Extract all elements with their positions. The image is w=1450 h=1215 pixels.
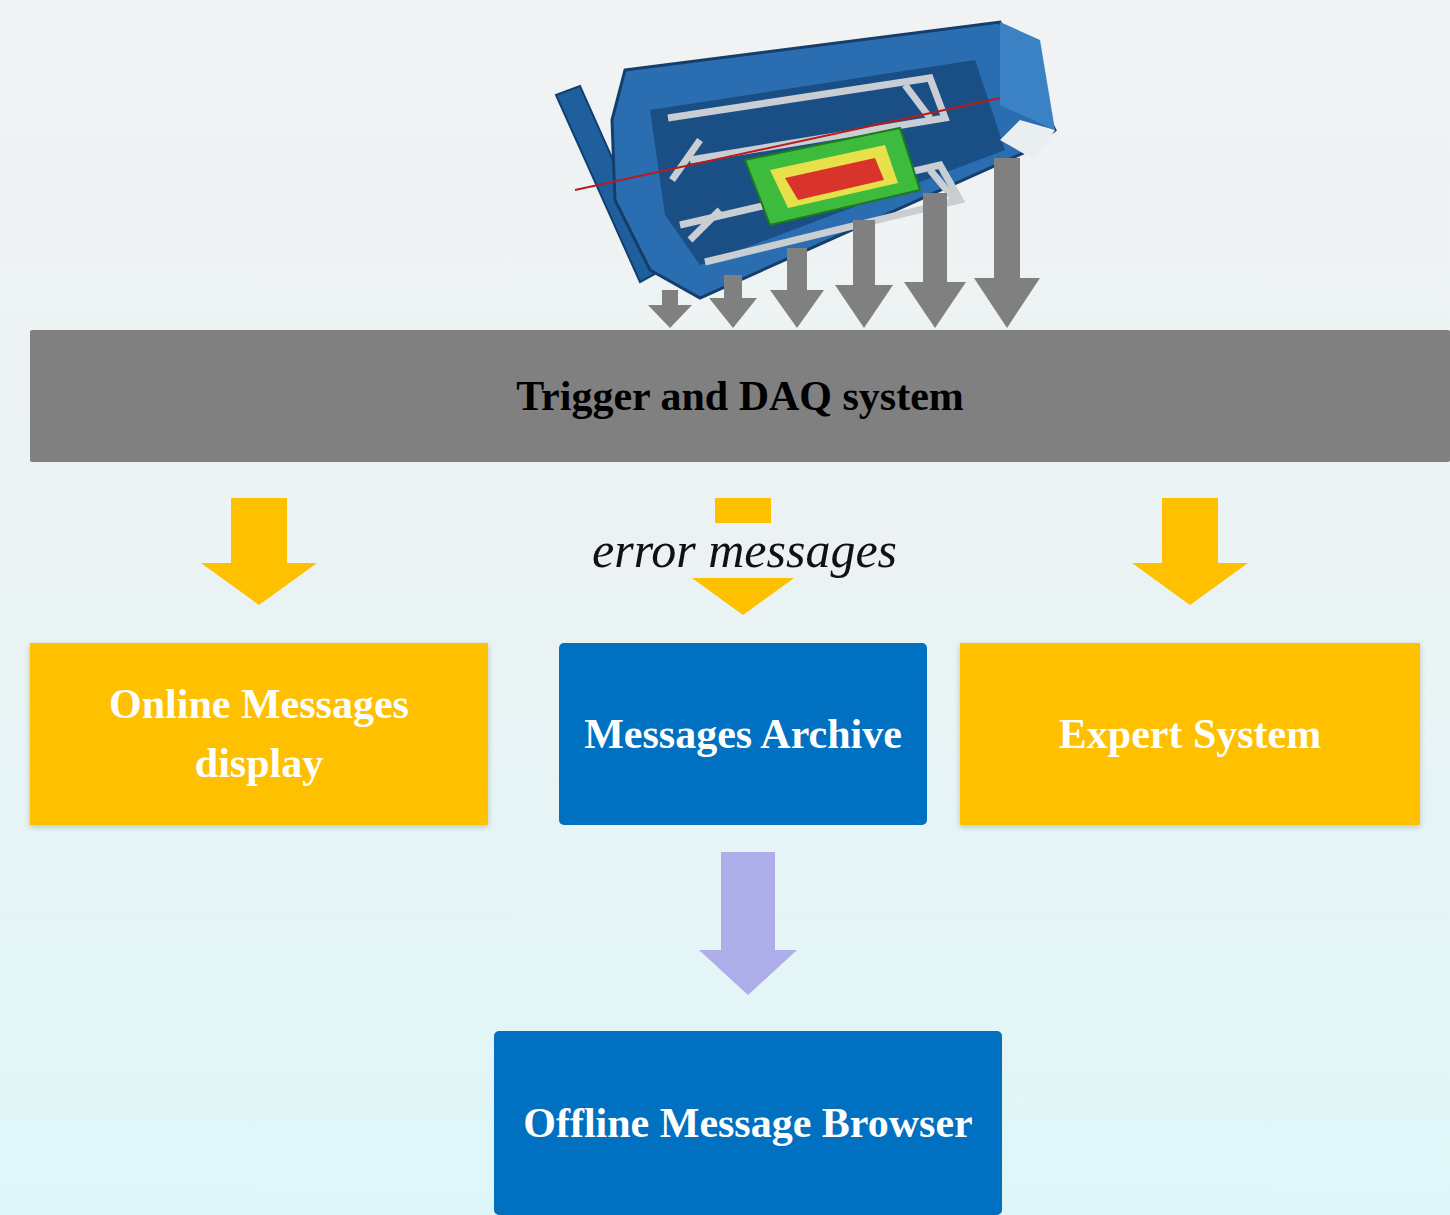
block-arrow <box>201 498 317 605</box>
node-text: Trigger and DAQ system <box>516 367 964 426</box>
node-text: Expert System <box>1059 705 1321 764</box>
storage-box: Messages Archive <box>559 643 927 825</box>
process-box: Online Messages display <box>30 643 488 825</box>
node-text: Messages Archive <box>584 705 902 764</box>
node-text: Offline Message Browser <box>523 1094 972 1153</box>
block-arrow <box>699 852 797 995</box>
process-box: Expert System <box>960 643 1420 825</box>
node-text: Online Messages display <box>48 675 470 793</box>
block-arrow <box>1132 498 1248 605</box>
data-flow-arrows <box>648 158 1040 328</box>
flow-label: error messages <box>588 523 901 578</box>
browser-box: Offline Message Browser <box>494 1031 1002 1215</box>
system-band: Trigger and DAQ system <box>30 330 1450 462</box>
